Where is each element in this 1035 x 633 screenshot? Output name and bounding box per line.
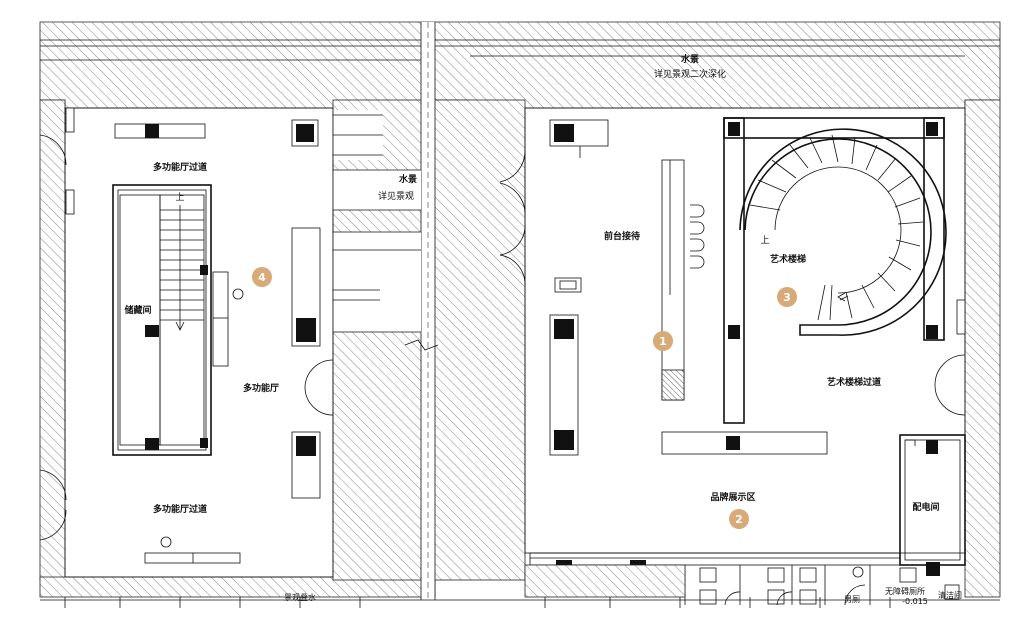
storage-label: 储藏间 — [124, 304, 151, 316]
brand-zone-label: 品牌展示区 — [710, 491, 755, 503]
marker-3: 3 — [777, 287, 797, 307]
marker-2: 2 — [729, 509, 749, 529]
wc-fixtures — [684, 565, 960, 606]
marker-1: 1 — [653, 331, 673, 351]
svg-text:2: 2 — [735, 513, 743, 526]
bottom-left-label: 景观叠水 — [284, 592, 316, 602]
svg-text:3: 3 — [783, 291, 791, 304]
right-room — [499, 107, 966, 606]
reception-chairs — [690, 204, 705, 269]
stair-treads-left — [160, 205, 204, 331]
left-room — [39, 107, 334, 578]
reception-label: 前台接待 — [604, 230, 640, 242]
marker-4: 4 — [252, 267, 272, 287]
art-stair-corridor-label: 艺术楼梯过道 — [827, 376, 881, 388]
spiral-stair — [739, 128, 947, 336]
svg-text:4: 4 — [258, 271, 266, 284]
stair-up-left-label: 上 — [175, 192, 184, 203]
see-landscape-label-top: 详见景观二次深化 — [654, 68, 726, 80]
elevation-label: -0.015 — [902, 597, 928, 606]
central-wall-rows — [333, 110, 421, 333]
see-landscape-label-mid: 详见景观 — [378, 190, 414, 202]
accessible-wc-label: 无障碍厕所 — [885, 586, 925, 596]
water-landscape-label-top: 水景 — [681, 53, 699, 65]
bottom-axis-ticks — [64, 597, 891, 608]
multi-hall-label: 多功能厅 — [243, 382, 279, 394]
svg-text:1: 1 — [659, 335, 667, 348]
cleaning-label: 清洁间 — [938, 590, 962, 600]
corridor-bottom-left-label: 多功能厅过道 — [153, 503, 207, 515]
art-stair-label: 艺术楼梯 — [770, 253, 806, 265]
mens-wc-label: 男厕 — [844, 595, 860, 604]
stair-up-right-label: 上 — [760, 235, 769, 246]
water-landscape-label-mid: 水景 — [399, 173, 417, 185]
top-band-lines — [40, 39, 1000, 61]
power-room-label: 配电间 — [912, 501, 939, 513]
corridor-top-left-label: 多功能厅过道 — [153, 161, 207, 173]
